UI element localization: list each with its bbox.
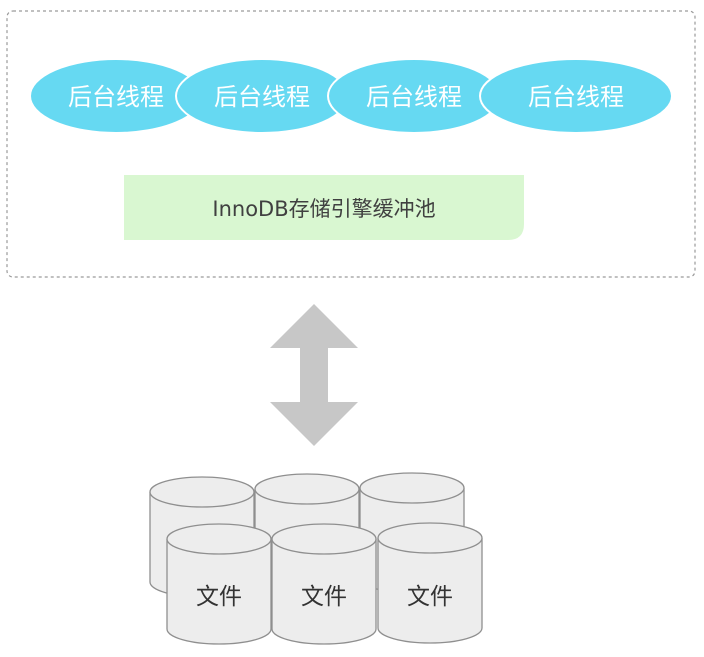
file-label: 文件 [196, 584, 242, 610]
background-thread-4: 后台线程 [479, 58, 673, 134]
background-thread-2: 后台线程 [175, 58, 349, 134]
file-label: 文件 [407, 584, 453, 610]
file-cylinder: 文件 [271, 523, 377, 645]
thread-label: 后台线程 [366, 83, 462, 111]
buffer-pool-label: InnoDB存储引擎缓冲池 [212, 197, 435, 221]
thread-label: 后台线程 [68, 83, 164, 111]
file-cylinder: 文件 [377, 522, 483, 644]
buffer-pool: InnoDB存储引擎缓冲池 [124, 175, 524, 240]
thread-label: 后台线程 [214, 83, 310, 111]
file-label: 文件 [301, 584, 347, 610]
thread-label: 后台线程 [528, 83, 624, 111]
double-arrow-icon [270, 304, 358, 446]
background-thread-3: 后台线程 [327, 58, 501, 134]
file-cylinder: 文件 [166, 523, 272, 645]
